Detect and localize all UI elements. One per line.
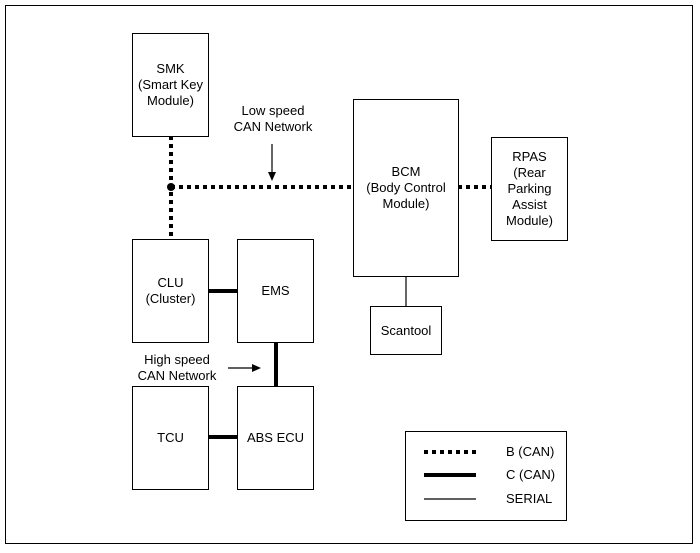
smk-label: SMK (Smart Key Module) bbox=[137, 61, 203, 108]
diagram-frame bbox=[5, 5, 693, 544]
bus-junction-dot bbox=[167, 183, 175, 191]
scantool-module: Scantool bbox=[370, 306, 442, 355]
legend-c-can-label: C (CAN) bbox=[506, 467, 556, 482]
tcu-module: TCU bbox=[132, 386, 209, 490]
legend: B (CAN) C (CAN) SERIAL bbox=[405, 431, 567, 521]
high-speed-can-label: High speed CAN Network bbox=[137, 352, 217, 383]
abs-ecu-module: ABS ECU bbox=[237, 386, 314, 490]
ems-module: EMS bbox=[237, 239, 314, 343]
smk-module: SMK (Smart Key Module) bbox=[132, 33, 209, 137]
legend-serial-label: SERIAL bbox=[506, 491, 553, 506]
ems-label: EMS bbox=[261, 283, 290, 298]
tcu-label: TCU bbox=[157, 430, 184, 445]
bcm-label: BCM (Body Control Module) bbox=[366, 164, 446, 211]
legend-b-can-label: B (CAN) bbox=[506, 444, 555, 459]
low-speed-can-label: Low speed CAN Network bbox=[233, 103, 313, 134]
abs-ecu-label: ABS ECU bbox=[246, 430, 305, 445]
clu-module: CLU (Cluster) bbox=[132, 239, 209, 343]
bcm-module: BCM (Body Control Module) bbox=[353, 99, 459, 277]
low-speed-arrow-head bbox=[268, 172, 276, 181]
rpas-module: RPAS (Rear Parking Assist Module) bbox=[491, 137, 568, 241]
scantool-label: Scantool bbox=[380, 322, 432, 338]
rpas-label: RPAS (Rear Parking Assist Module) bbox=[506, 149, 553, 228]
clu-label: CLU (Cluster) bbox=[145, 275, 196, 306]
high-speed-arrow-head bbox=[252, 364, 261, 372]
